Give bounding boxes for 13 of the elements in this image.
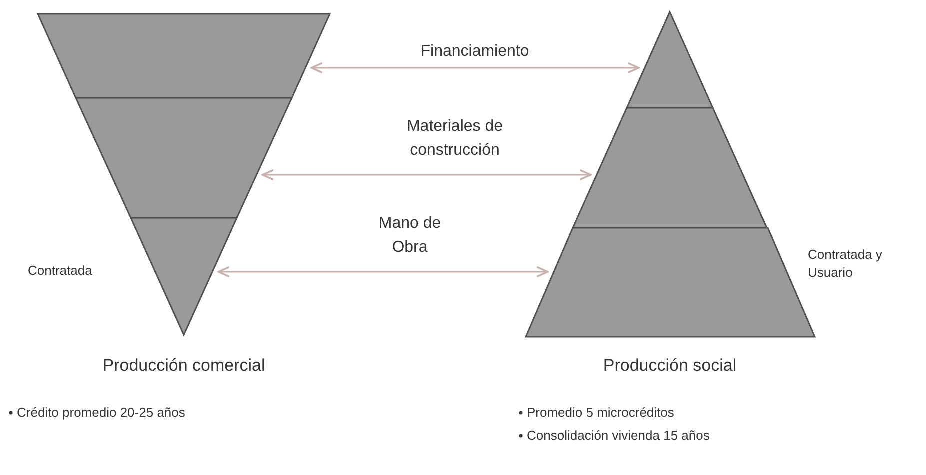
side-label: Contratada [28,262,94,280]
diagram-heading: Producción social [603,356,737,376]
pyramid-band [38,14,330,98]
bullet-text: Crédito promedio 20-25 años [17,405,186,420]
double-arrow [310,62,640,74]
double-arrow [218,266,549,278]
triangle-segment [627,12,713,108]
side-label: Contratada y Usuario [808,246,884,282]
bullet-text: Promedio 5 microcréditos [527,405,674,420]
diagram-heading: Producción comercial [102,356,266,376]
double-arrow [262,169,592,181]
pyramid-band [76,98,292,218]
bullet-text: Consolidación vivienda 15 años [527,428,710,443]
